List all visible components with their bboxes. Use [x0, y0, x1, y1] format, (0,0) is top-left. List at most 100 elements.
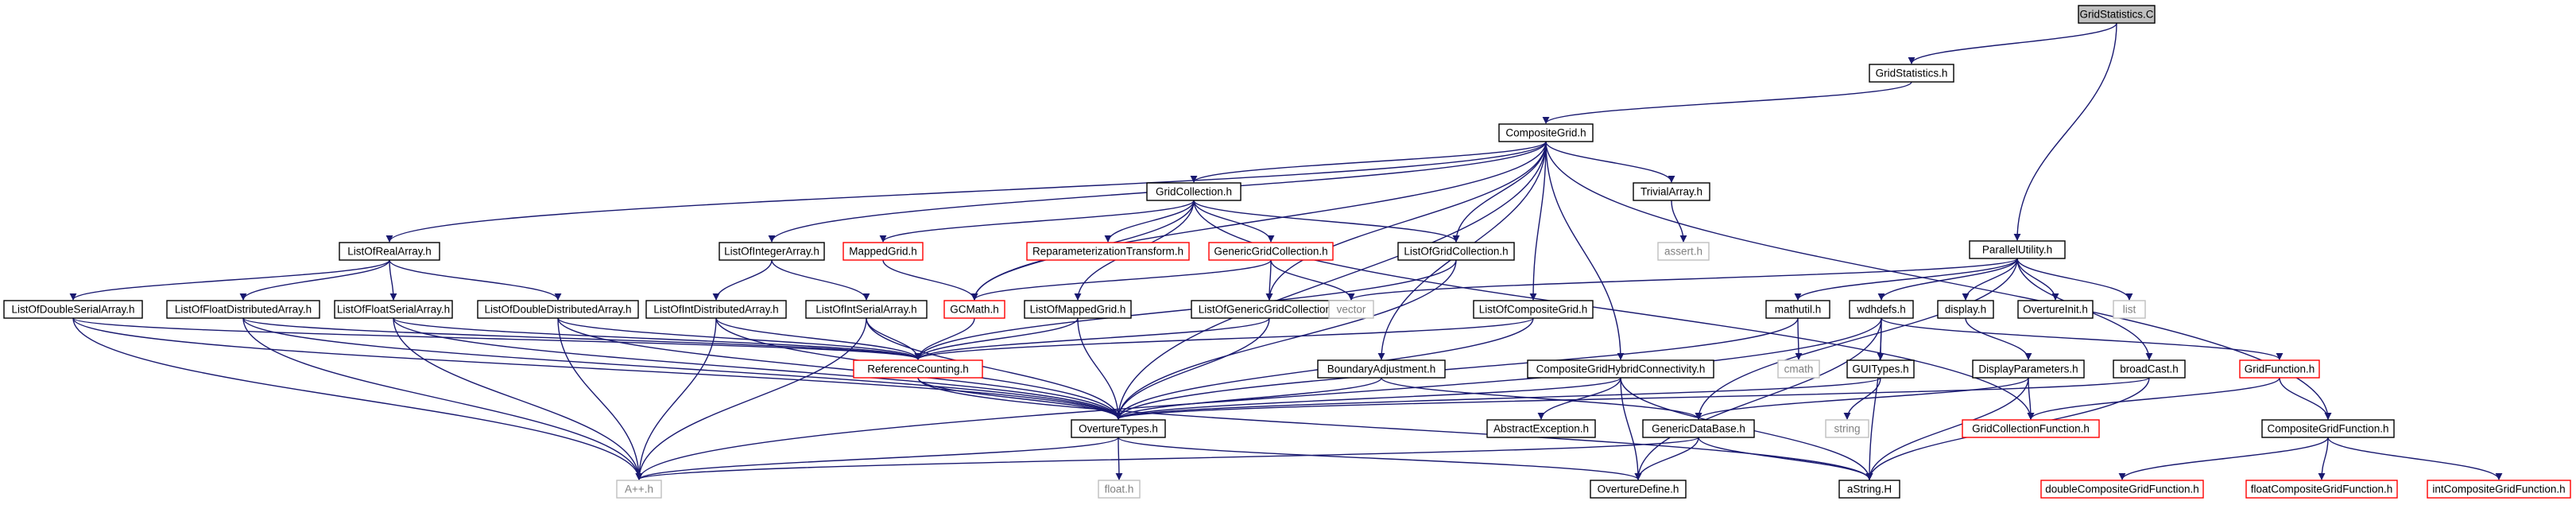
node-od-h[interactable]: OvertureDefine.h: [1590, 480, 1687, 499]
node-lofda-h[interactable]: ListOfFloatDistributedArray.h: [166, 300, 320, 319]
node-gs-h[interactable]: GridStatistics.h: [1869, 64, 1954, 83]
node-loida-h[interactable]: ListOfIntDistributedArray.h: [645, 300, 787, 319]
node-locg-h[interactable]: ListOfCompositeGrid.h: [1473, 300, 1594, 319]
edge-line: [242, 317, 922, 360]
edge-line: [242, 317, 643, 480]
node-box: [645, 300, 787, 319]
node-rt-h[interactable]: ReparameterizationTransform.h: [1026, 242, 1190, 261]
edge-pu_h-to-wdhdefs_h: [1877, 258, 2018, 301]
edge-lodda_h-to-rc_h: [557, 317, 922, 360]
edge-line: [635, 317, 1882, 480]
edge-line: [1452, 141, 1547, 243]
edge-line: [1545, 141, 1625, 360]
node-lodsa-h[interactable]: ListOfDoubleSerialArray.h: [3, 300, 143, 319]
node-mathutil-h[interactable]: mathutil.h: [1765, 300, 1830, 319]
node-label: ReferenceCounting.h: [867, 363, 969, 375]
edge-line: [72, 317, 922, 360]
node-label: CompositeGridHybridConnectivity.h: [1536, 363, 1706, 375]
node-ta-h[interactable]: TrivialArray.h: [1633, 182, 1710, 201]
node-label: OvertureInit.h: [2023, 304, 2088, 316]
node-wdhdefs-h[interactable]: wdhdefs.h: [1849, 300, 1914, 319]
node-gcf-h[interactable]: GridCollectionFunction.h: [1962, 419, 2100, 438]
node-ggc-h[interactable]: GenericGridCollection.h: [1208, 242, 1334, 261]
node-rc-h[interactable]: ReferenceCounting.h: [853, 359, 983, 379]
node-label: intCompositeGridFunction.h: [2432, 484, 2565, 495]
node-box: [1098, 480, 1141, 499]
node-ot-h[interactable]: OvertureTypes.h: [1071, 419, 1166, 438]
node-lodda-h[interactable]: ListOfDoubleDistributedArray.h: [477, 300, 639, 319]
node-mg-h[interactable]: MappedGrid.h: [843, 242, 924, 261]
node-lomg-h[interactable]: ListOfMappedGrid.h: [1024, 300, 1132, 319]
node-logc-h[interactable]: ListOfGridCollection.h: [1397, 242, 1515, 261]
edge-line: [1114, 317, 1799, 420]
edge-pu_h-to-vector: [1347, 258, 2018, 301]
edge-lofda_h-to-rc_h: [242, 317, 922, 360]
edge-line: [1114, 377, 1621, 420]
node-gdb-h[interactable]: GenericDataBase.h: [1642, 419, 1755, 438]
edge-logc_h-to-ot_h: [1114, 259, 1457, 420]
edge-lodda_h-to-ot_h: [557, 317, 1122, 420]
edge-line: [393, 317, 1122, 420]
edge-gf_h-to-gcf_h: [2027, 377, 2280, 420]
edge-line: [2118, 437, 2329, 480]
node-ae-h[interactable]: AbstractException.h: [1486, 419, 1596, 438]
node-bc-h[interactable]: broadCast.h: [2113, 359, 2186, 379]
node-assert-h: assert.h: [1657, 242, 1710, 261]
node-box: [1473, 300, 1594, 319]
node-box: [2245, 480, 2398, 499]
node-display-h[interactable]: display.h: [1937, 300, 1994, 319]
node-guit-h[interactable]: GUITypes.h: [1846, 359, 1915, 379]
node-cgf-h[interactable]: CompositeGridFunction.h: [2261, 419, 2395, 438]
edge-cghc_h-to-ae_h: [1537, 377, 1621, 420]
node-pu-h[interactable]: ParallelUtility.h: [1969, 240, 2066, 259]
node-oi-h[interactable]: OvertureInit.h: [2017, 300, 2094, 319]
edge-lora_h-to-lofsa_h: [389, 259, 397, 301]
node-loggc-h[interactable]: ListOfGenericGridCollection.h: [1191, 300, 1348, 319]
node-box: [1849, 300, 1914, 319]
edge-line: [1114, 317, 1270, 420]
node-ba-h[interactable]: BoundaryAdjustment.h: [1317, 359, 1446, 379]
node-cghc-h[interactable]: CompositeGridHybridConnectivity.h: [1527, 359, 1714, 379]
node-gc-h[interactable]: GridCollection.h: [1146, 182, 1242, 201]
node-box: [477, 300, 639, 319]
node-box: [1969, 240, 2066, 259]
edge-line: [1265, 141, 1547, 301]
edge-guit_h-to-string: [1843, 377, 1881, 420]
node-dp-h[interactable]: DisplayParameters.h: [1972, 359, 2085, 379]
edge-gc_h-to-mg_h: [879, 200, 1195, 243]
node-root[interactable]: GridStatistics.C: [2078, 5, 2156, 24]
edge-line: [879, 200, 1195, 243]
node-lora-h[interactable]: ListOfRealArray.h: [339, 242, 440, 261]
edge-line: [1545, 141, 1675, 183]
node-gf-h[interactable]: GridFunction.h: [2239, 359, 2320, 379]
node-gcmath-h[interactable]: GCMath.h: [943, 300, 1005, 319]
node-box: [1633, 182, 1710, 201]
edge-line: [1537, 377, 1621, 420]
node-lofsa-h[interactable]: ListOfFloatSerialArray.h: [334, 300, 453, 319]
edge-line: [635, 437, 1699, 480]
node-box: [166, 300, 320, 319]
edge-wdhdefs_h-to-od_h: [1634, 317, 1882, 480]
node-box: [843, 242, 924, 261]
edge-line: [1865, 377, 2029, 480]
edge-ba_h-to-ot_h: [1114, 377, 1382, 420]
edge-line: [239, 259, 390, 301]
node-cg-h[interactable]: CompositeGrid.h: [1498, 123, 1594, 142]
node-astring-h[interactable]: aString.H: [1838, 480, 1900, 499]
node-box: [1317, 359, 1446, 379]
edge-line: [1347, 258, 2018, 301]
node-dcgf-h[interactable]: doubleCompositeGridFunction.h: [2040, 480, 2204, 499]
edge-lofda_h-to-app_h: [242, 317, 643, 480]
node-label: floatCompositeGridFunction.h: [2251, 484, 2393, 495]
node-icgf-h[interactable]: intCompositeGridFunction.h: [2427, 480, 2571, 499]
edge-rc_h-to-ot_h: [917, 377, 1122, 420]
edge-cgf_h-to-fcgf_h: [2318, 437, 2329, 480]
node-loisa-h[interactable]: ListOfIntSerialArray.h: [805, 300, 928, 319]
edge-line: [2013, 22, 2117, 241]
edge-dp_h-to-astring_h: [1865, 377, 2029, 480]
node-loia-h[interactable]: ListOfIntegerArray.h: [719, 242, 825, 261]
node-fcgf-h[interactable]: floatCompositeGridFunction.h: [2245, 480, 2398, 499]
node-box: [1846, 359, 1915, 379]
node-box: [1869, 64, 1954, 83]
edge-line: [1104, 200, 1195, 243]
